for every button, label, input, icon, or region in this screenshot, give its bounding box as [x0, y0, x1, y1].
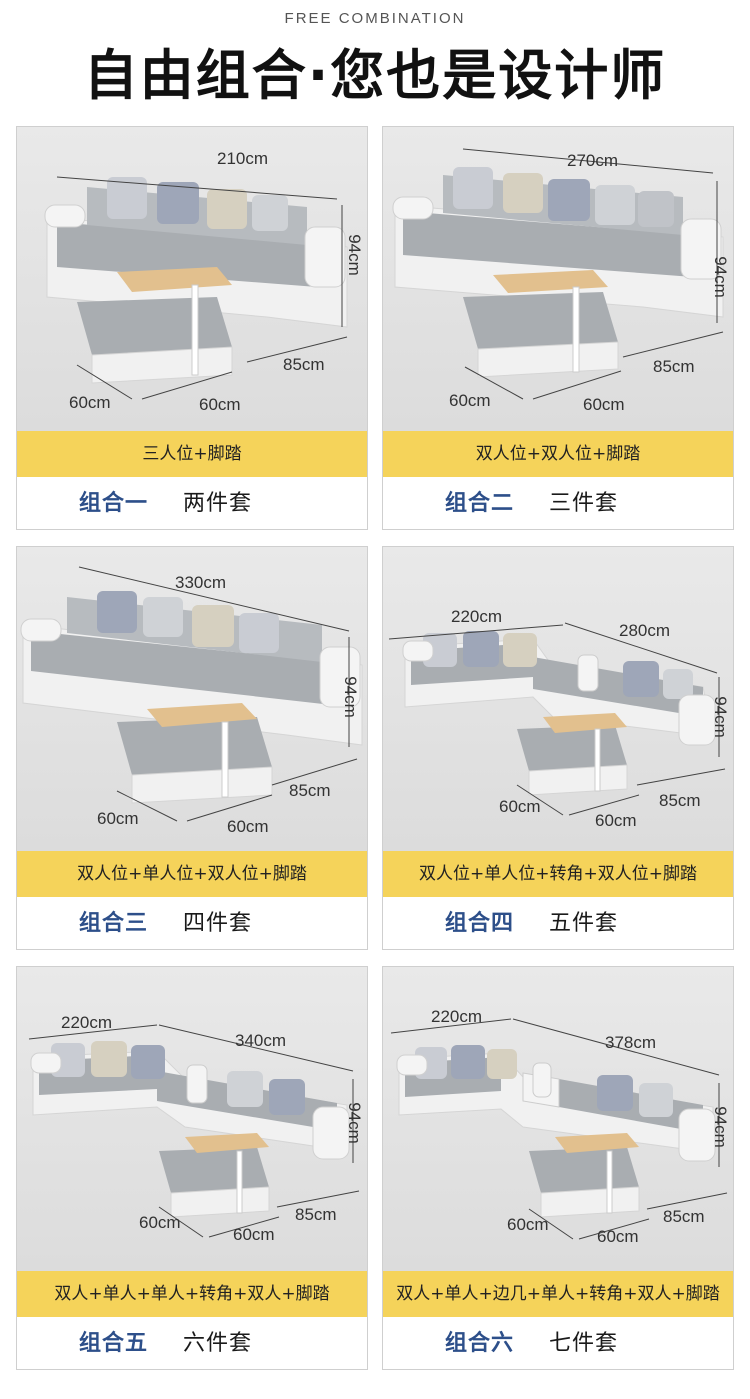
- combo-label: 组合二: [445, 491, 515, 516]
- combo-label: 组合一: [79, 491, 149, 516]
- combo-label: 组合三: [79, 911, 149, 936]
- combo-card-3[interactable]: 330cm 94cm 85cm 60cm 60cm 双人位+单人位+双人位+脚踏…: [16, 546, 368, 950]
- combo-label: 组合五: [79, 1331, 149, 1356]
- dim-depth-label: 85cm: [283, 355, 325, 374]
- pieces-label: 两件套: [183, 491, 253, 516]
- dim-ottoman-width-label: 60cm: [499, 797, 541, 816]
- dim-depth-label: 85cm: [663, 1207, 705, 1226]
- combo-card-1[interactable]: 210cm 94cm 85cm 60cm 60cm 三人位+脚踏 组合一 两件套: [16, 126, 368, 530]
- config-band: 三人位+脚踏: [17, 431, 367, 477]
- dim-ottoman-width-label: 60cm: [507, 1215, 549, 1234]
- dim-height-label: 94cm: [344, 1102, 364, 1144]
- dim-right-label: 340cm: [235, 1031, 287, 1050]
- dim-height-label: 94cm: [340, 676, 360, 718]
- sofa-photo: 220cm 340cm 94cm 85cm 60cm 60cm: [17, 967, 367, 1271]
- config-band: 双人+单人+单人+转角+双人+脚踏: [17, 1271, 367, 1317]
- dim-right-label: 280cm: [619, 621, 671, 640]
- card-caption: 组合五 六件套: [17, 1317, 367, 1369]
- header-title: 自由组合·您也是设计师: [83, 44, 667, 107]
- card-caption: 组合一 两件套: [17, 477, 367, 529]
- dim-ottoman-depth-label: 60cm: [583, 395, 625, 414]
- combo-card-6[interactable]: 220cm 378cm 94cm 85cm 60cm 60cm 双人+单人+边几…: [382, 966, 734, 1370]
- combo-label: 组合四: [445, 911, 515, 936]
- dim-depth-label: 85cm: [653, 357, 695, 376]
- card-caption: 组合二 三件套: [383, 477, 733, 529]
- sofa-photo: 220cm 280cm 94cm 85cm 60cm 60cm: [383, 547, 733, 851]
- combo-card-2[interactable]: 270cm 94cm 85cm 60cm 60cm 双人位+双人位+脚踏 组合二…: [382, 126, 734, 530]
- dim-height-label: 94cm: [710, 256, 730, 298]
- dim-ottoman-depth-label: 60cm: [597, 1227, 639, 1246]
- dim-right-label: 378cm: [605, 1033, 657, 1052]
- dim-left-label: 220cm: [451, 607, 503, 626]
- combo-card-4[interactable]: 220cm 280cm 94cm 85cm 60cm 60cm 双人位+单人位+…: [382, 546, 734, 950]
- page-header: FREE COMBINATION 自由组合·您也是设计师: [0, 0, 750, 118]
- card-caption: 组合四 五件套: [383, 897, 733, 949]
- sofa-photo: 270cm 94cm 85cm 60cm 60cm: [383, 127, 733, 431]
- dim-ottoman-depth-label: 60cm: [199, 395, 241, 414]
- config-band: 双人位+单人位+转角+双人位+脚踏: [383, 851, 733, 897]
- dim-ottoman-depth-label: 60cm: [227, 817, 269, 836]
- card-caption: 组合三 四件套: [17, 897, 367, 949]
- pieces-label: 三件套: [549, 491, 619, 516]
- card-caption: 组合六 七件套: [383, 1317, 733, 1369]
- sofa-photo: 210cm 94cm 85cm 60cm 60cm: [17, 127, 367, 431]
- combo-card-5[interactable]: 220cm 340cm 94cm 85cm 60cm 60cm 双人+单人+单人…: [16, 966, 368, 1370]
- dim-height-label: 94cm: [710, 696, 730, 738]
- dim-depth-label: 85cm: [659, 791, 701, 810]
- header-subtitle: FREE COMBINATION: [284, 10, 466, 27]
- pieces-label: 六件套: [183, 1331, 253, 1356]
- dim-width-label: 210cm: [217, 149, 269, 168]
- dim-ottoman-width-label: 60cm: [139, 1213, 181, 1232]
- config-band: 双人位+单人位+双人位+脚踏: [17, 851, 367, 897]
- dim-ottoman-width-label: 60cm: [449, 391, 491, 410]
- dim-height-label: 94cm: [710, 1106, 730, 1148]
- dim-width-label: 330cm: [175, 573, 227, 592]
- dim-left-label: 220cm: [431, 1007, 483, 1026]
- dim-left-label: 220cm: [61, 1013, 113, 1032]
- dim-depth-label: 85cm: [295, 1205, 337, 1224]
- combo-label: 组合六: [445, 1331, 515, 1356]
- config-band: 双人位+双人位+脚踏: [383, 431, 733, 477]
- dim-height-label: 94cm: [344, 234, 364, 276]
- pieces-label: 五件套: [549, 911, 619, 936]
- config-band: 双人+单人+边几+单人+转角+双人+脚踏: [383, 1271, 733, 1317]
- pieces-label: 四件套: [183, 911, 253, 936]
- dim-ottoman-depth-label: 60cm: [233, 1225, 275, 1244]
- pieces-label: 七件套: [549, 1331, 619, 1356]
- sofa-photo: 220cm 378cm 94cm 85cm 60cm 60cm: [383, 967, 733, 1271]
- dim-width-label: 270cm: [567, 151, 619, 170]
- dim-ottoman-width-label: 60cm: [69, 393, 111, 412]
- dim-ottoman-depth-label: 60cm: [595, 811, 637, 830]
- sofa-photo: 330cm 94cm 85cm 60cm 60cm: [17, 547, 367, 851]
- dim-ottoman-width-label: 60cm: [97, 809, 139, 828]
- dim-depth-label: 85cm: [289, 781, 331, 800]
